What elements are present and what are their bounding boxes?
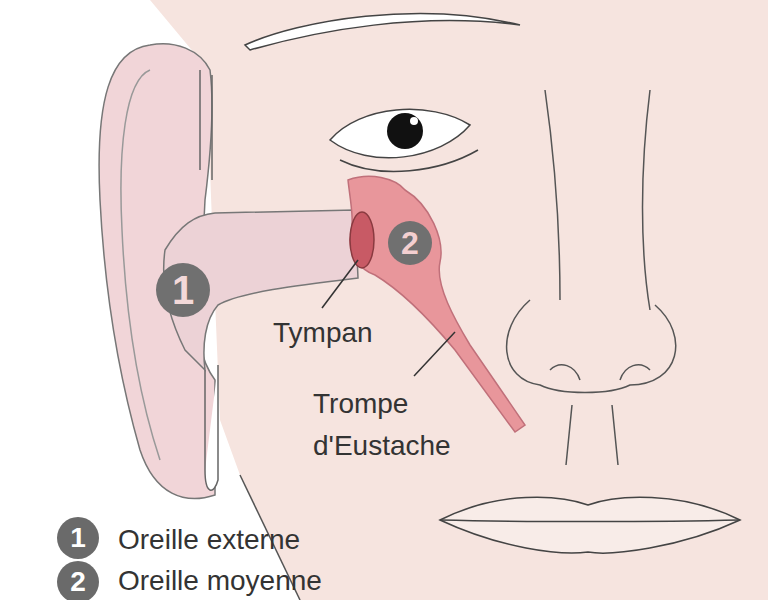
part-label: Tympan: [273, 316, 373, 350]
lower-lid: [340, 150, 478, 171]
callout-circle: [388, 221, 432, 265]
tragus-line: [200, 70, 212, 180]
callout-number: 1: [172, 266, 194, 314]
philtrum: [566, 405, 618, 465]
lip-line: [440, 520, 740, 522]
legend-number: 1: [70, 521, 86, 555]
nostril: [550, 365, 650, 380]
helix-line: [121, 70, 160, 460]
eye-highlight: [410, 117, 418, 125]
legend-number: 2: [70, 565, 86, 599]
leader-line: [414, 332, 455, 376]
legend-marker: [57, 517, 99, 559]
mouth: [440, 497, 740, 553]
legend-marker: [57, 561, 99, 600]
eye: [330, 109, 470, 157]
lobe-line: [205, 365, 218, 490]
leader-line: [322, 260, 358, 308]
legend-entry: Oreille externe: [118, 523, 300, 557]
legend-entry: Oreille moyenne: [118, 564, 322, 598]
iris: [387, 113, 423, 149]
eardrum: [350, 212, 374, 268]
part-label: Trompe d'Eustache: [313, 383, 513, 467]
nose: [507, 300, 676, 393]
callout-circle: [156, 263, 210, 317]
callout-number: 2: [401, 224, 419, 262]
nose-bridge: [545, 90, 650, 310]
eyebrow: [245, 14, 520, 50]
ear-pinna: [99, 44, 215, 499]
face-skin: [140, 0, 768, 600]
